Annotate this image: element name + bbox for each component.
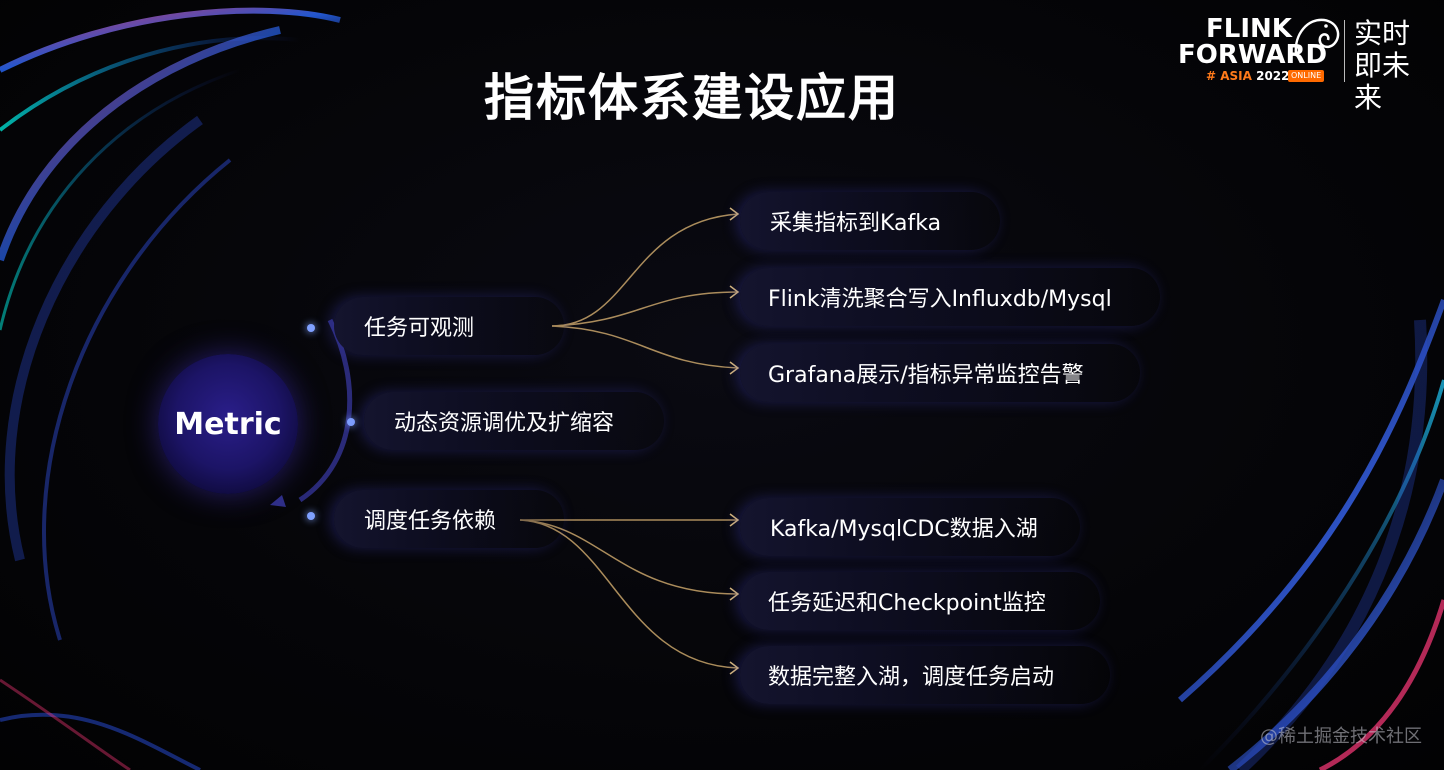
squirrel-icon xyxy=(1294,18,1340,55)
leaf-node-grafana-alert: Grafana展示/指标异常监控告警 xyxy=(740,344,1140,402)
leaf-label: Flink清洗聚合写入Influxdb/Mysql xyxy=(768,287,1112,312)
root-node-label: Metric xyxy=(174,406,282,442)
connector-schedule-complete xyxy=(519,519,739,669)
watermark: @稀土掘金技术社区 xyxy=(1260,726,1422,747)
branch-label: 调度任务依赖 xyxy=(364,509,497,534)
leaf-node-kafka-cdc-lake: Kafka/MysqlCDC数据入湖 xyxy=(740,498,1080,556)
logo-event-prefix: # ASIA xyxy=(1206,69,1257,83)
logo-event-year: 2022 xyxy=(1256,69,1290,83)
branch-node-resource: 动态资源调优及扩缩容 xyxy=(364,392,664,450)
branch-label: 任务可观测 xyxy=(364,316,475,341)
connector-observe-flink xyxy=(551,291,739,327)
leaf-node-collect-kafka: 采集指标到Kafka xyxy=(740,192,1000,250)
flink-forward-logo: FLINK FORWARD # ASIA 2022 ONLINE 实时即未来 xyxy=(1176,14,1426,114)
leaf-label: Grafana展示/指标异常监控告警 xyxy=(768,363,1084,388)
branch-node-schedule: 调度任务依赖 xyxy=(334,490,564,548)
logo-divider xyxy=(1344,20,1345,82)
connector-observe-kafka xyxy=(551,213,739,327)
logo-line2: FORWARD xyxy=(1178,40,1328,70)
logo-slogan: 实时即未来 xyxy=(1354,17,1411,114)
root-node-metric: Metric xyxy=(158,354,298,494)
leaf-node-lake-complete: 数据完整入湖，调度任务启动 xyxy=(740,646,1110,704)
branch-dot-schedule xyxy=(307,512,315,520)
branch-label: 动态资源调优及扩缩容 xyxy=(394,411,615,436)
connector-observe-grafana xyxy=(551,325,739,369)
branch-node-observe: 任务可观测 xyxy=(334,297,564,355)
logo-line1: FLINK xyxy=(1206,14,1292,44)
leaf-node-checkpoint-monitor: 任务延迟和Checkpoint监控 xyxy=(740,572,1100,630)
leaf-label: 数据完整入湖，调度任务启动 xyxy=(768,665,1055,690)
logo-event: # ASIA 2022 xyxy=(1206,70,1290,82)
leaf-label: Kafka/MysqlCDC数据入湖 xyxy=(770,517,1038,542)
branch-dot-resource xyxy=(347,418,355,426)
leaf-label: 采集指标到Kafka xyxy=(770,211,942,236)
slide-title: 指标体系建设应用 xyxy=(484,69,900,127)
branch-dot-observe xyxy=(307,324,315,332)
logo-online-badge: ONLINE xyxy=(1288,70,1325,82)
leaf-label: 任务延迟和Checkpoint监控 xyxy=(768,591,1046,616)
leaf-node-flink-aggregate: Flink清洗聚合写入Influxdb/Mysql xyxy=(740,268,1160,326)
